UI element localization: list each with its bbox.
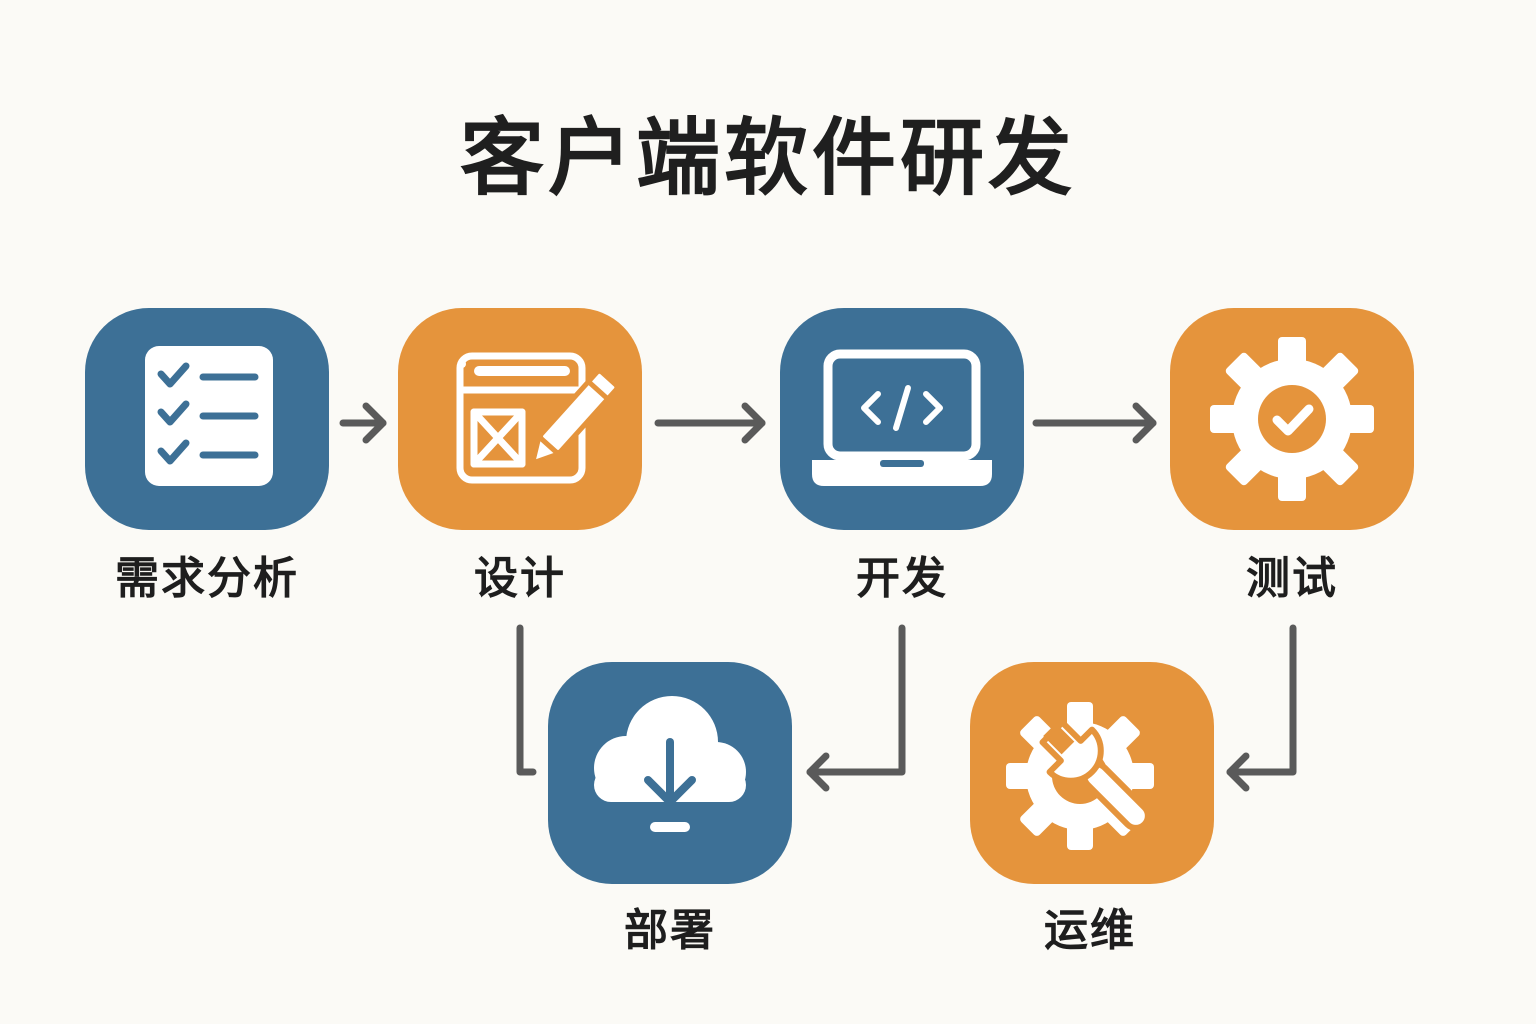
step-develop-tile [780,308,1024,530]
diagram-title: 客户端软件研发 [459,109,1076,207]
arrow-test-to-ops [1226,624,1297,792]
arrow-requirements-to-design [339,402,387,444]
step-ops-tile [970,662,1214,884]
step-ops-label: 运维 [1044,905,1136,956]
step-develop-label: 开发 [856,553,948,604]
step-requirements-tile [85,308,329,530]
step-deploy-tile [548,662,792,884]
checklist-icon [145,346,273,486]
laptop-code-icon [812,349,992,486]
connector-design-to-deploy [516,624,537,776]
gear-check-icon [1210,337,1374,501]
step-design-tile [398,308,642,530]
arrow-develop-to-test [1032,402,1157,444]
arrow-design-to-develop [654,402,766,444]
step-deploy-label: 部署 [624,905,716,956]
step-test-label: 测试 [1246,553,1338,604]
step-requirements-label: 需求分析 [115,553,299,604]
cloud-download-icon [594,696,746,832]
arrow-develop-to-deploy [806,624,906,792]
step-design-label: 设计 [474,553,566,604]
gear-wrench-icon [1006,702,1154,850]
wireframe-pencil-icon [456,352,620,484]
step-test-tile [1170,308,1414,530]
